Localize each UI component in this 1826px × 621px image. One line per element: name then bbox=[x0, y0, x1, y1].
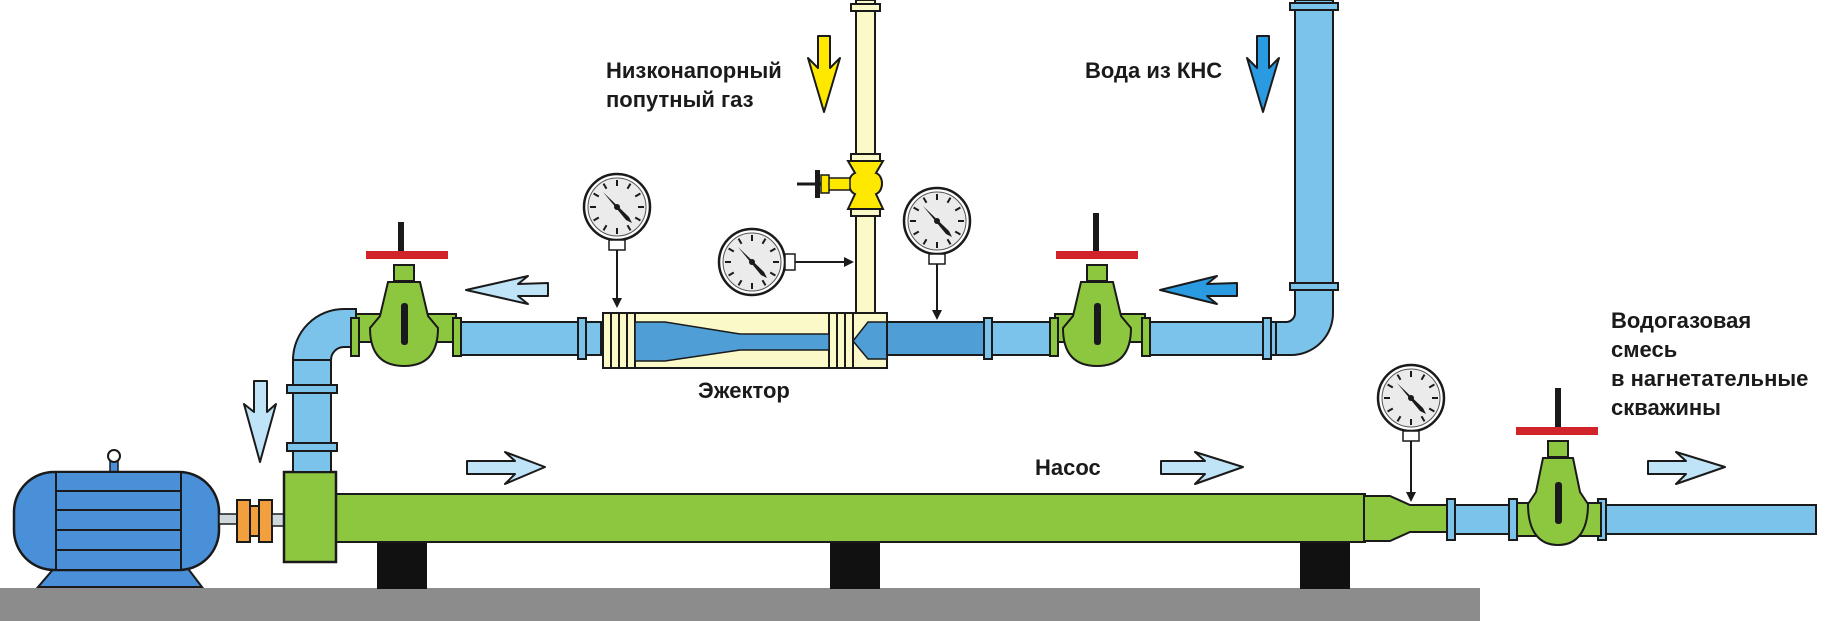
gate-valve-right[interactable] bbox=[1049, 213, 1151, 368]
flow-arrow-outlet bbox=[1647, 451, 1726, 485]
water-source-label: Вода из КНС bbox=[1085, 58, 1223, 83]
pressure-gauge-water bbox=[902, 186, 972, 320]
coupling bbox=[236, 499, 285, 543]
gate-valve-discharge[interactable] bbox=[1516, 388, 1602, 547]
flow-arrow-pump-1 bbox=[466, 451, 546, 485]
flow-arrow-water-in bbox=[1246, 35, 1280, 113]
gas-valve[interactable] bbox=[797, 160, 885, 210]
pump bbox=[282, 470, 1453, 564]
foundation bbox=[0, 588, 1480, 621]
pump-label: Насос bbox=[1035, 455, 1101, 480]
flow-arrow-water-left bbox=[1159, 275, 1238, 305]
water-inlet-pipe bbox=[1149, 0, 1339, 360]
pipe-segment bbox=[886, 317, 1056, 360]
gate-valve-left[interactable] bbox=[350, 222, 462, 368]
ejector bbox=[602, 312, 888, 369]
gas-pipe bbox=[850, 0, 881, 314]
pipe-segment bbox=[460, 317, 602, 360]
flow-arrow-pump-2 bbox=[1160, 451, 1244, 485]
mixture-label: Водогазовая смесь в нагнетательные скваж… bbox=[1611, 308, 1809, 420]
support-leg bbox=[377, 541, 427, 589]
flow-arrow-outlet-left bbox=[465, 275, 549, 305]
electric-motor bbox=[12, 449, 238, 588]
discharge-pipe bbox=[1446, 498, 1817, 541]
suction-pipe bbox=[286, 308, 357, 473]
pressure-gauge-discharge bbox=[1376, 363, 1446, 502]
gas-label: Низконапорный попутный газ bbox=[606, 58, 782, 112]
pressure-gauge-gas bbox=[717, 227, 854, 297]
flow-arrow-suction-down bbox=[243, 380, 277, 463]
pressure-gauge-ejector-inlet bbox=[582, 172, 652, 308]
support-leg bbox=[1300, 541, 1350, 589]
ejector-label: Эжектор bbox=[698, 378, 790, 403]
support-leg bbox=[830, 541, 880, 589]
flow-arrow-gas bbox=[807, 35, 841, 113]
